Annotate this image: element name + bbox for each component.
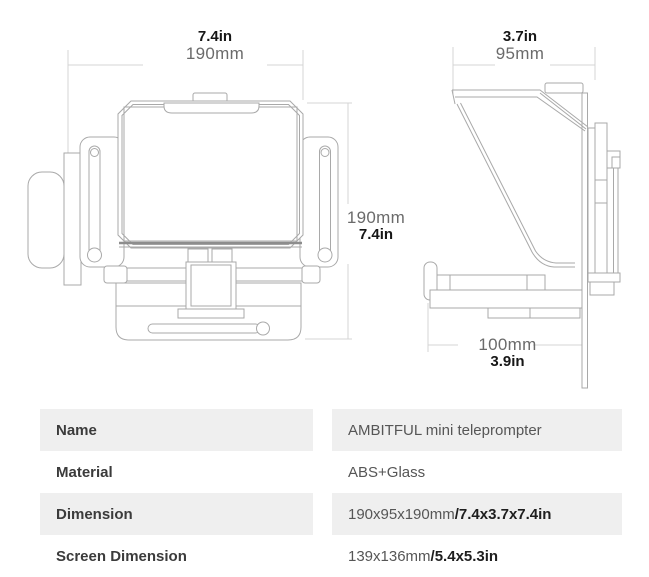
side-depth-label: 100mm 3.9in [450, 335, 565, 371]
side-rear-brackets [587, 122, 621, 296]
column-gap [313, 535, 332, 577]
side-view-drawing [423, 47, 621, 389]
front-base-slot-end [256, 321, 270, 336]
spec-label: Material [56, 463, 113, 481]
front-dimension-lines [67, 50, 352, 340]
column-gap [313, 493, 332, 535]
front-side-strip [63, 152, 82, 286]
side-base-arm [423, 261, 583, 319]
side-dimension-lines [427, 47, 596, 352]
spec-value: 190x95x190mm/7.4x3.7x7.4in [332, 493, 622, 535]
spec-row-material: Material ABS+Glass [40, 451, 622, 493]
front-left-wing [79, 136, 125, 268]
spec-row-dimension: Dimension 190x95x190mm/7.4x3.7x7.4in [40, 493, 622, 535]
column-gap [313, 409, 332, 451]
front-width-mm: 190mm [185, 44, 245, 64]
spec-value-bold-text: /7.4x3.7x7.4in [454, 505, 552, 523]
front-top-notch [163, 102, 260, 114]
spec-value: AMBITFUL mini teleprompter [332, 409, 622, 451]
side-top-tab [544, 82, 584, 94]
spec-label: Name [40, 409, 313, 451]
spec-value-text: 190x95x190mm [348, 505, 455, 523]
spec-row-screen-dimension: Screen Dimension 139x136mm/5.4x5.3in [40, 535, 622, 577]
front-frame [117, 100, 304, 249]
spec-value: 139x136mm/5.4x5.3in [332, 535, 622, 577]
spec-label: Screen Dimension [56, 547, 187, 565]
front-width-label: 7.4in 190mm [160, 28, 270, 64]
front-width-inches: 7.4in [197, 28, 233, 45]
front-knob [27, 171, 65, 269]
side-width-mm: 95mm [495, 44, 545, 64]
spec-value-text: AMBITFUL mini teleprompter [348, 421, 542, 439]
side-hood-and-glass [451, 89, 589, 268]
spec-label: Dimension [40, 493, 313, 535]
spec-value-text: ABS+Glass [348, 463, 426, 481]
spec-value: ABS+Glass [332, 451, 622, 493]
front-right-wing [299, 136, 339, 268]
spec-value-text: 139x136mm [348, 547, 431, 565]
column-gap [313, 451, 332, 493]
side-width-inches: 3.7in [502, 28, 538, 45]
side-rear-panel [581, 92, 588, 389]
front-view-drawing [27, 50, 352, 341]
spec-row-name: Name AMBITFUL mini teleprompter [40, 409, 622, 451]
dimension-line-art [27, 47, 621, 389]
side-depth-mm: 100mm [478, 335, 537, 354]
side-depth-inches: 3.9in [490, 353, 525, 371]
front-height-label: 190mm 7.4in [336, 208, 416, 244]
spec-table: Name AMBITFUL mini teleprompter Material… [40, 409, 622, 577]
front-height-mm: 190mm [346, 208, 406, 227]
front-height-inches: 7.4in [358, 226, 394, 244]
front-center-bracket [177, 248, 245, 319]
front-base-slot [147, 323, 261, 334]
spec-value-bold-text: /5.4x5.3in [430, 547, 499, 565]
side-width-label: 3.7in 95mm [465, 28, 575, 64]
